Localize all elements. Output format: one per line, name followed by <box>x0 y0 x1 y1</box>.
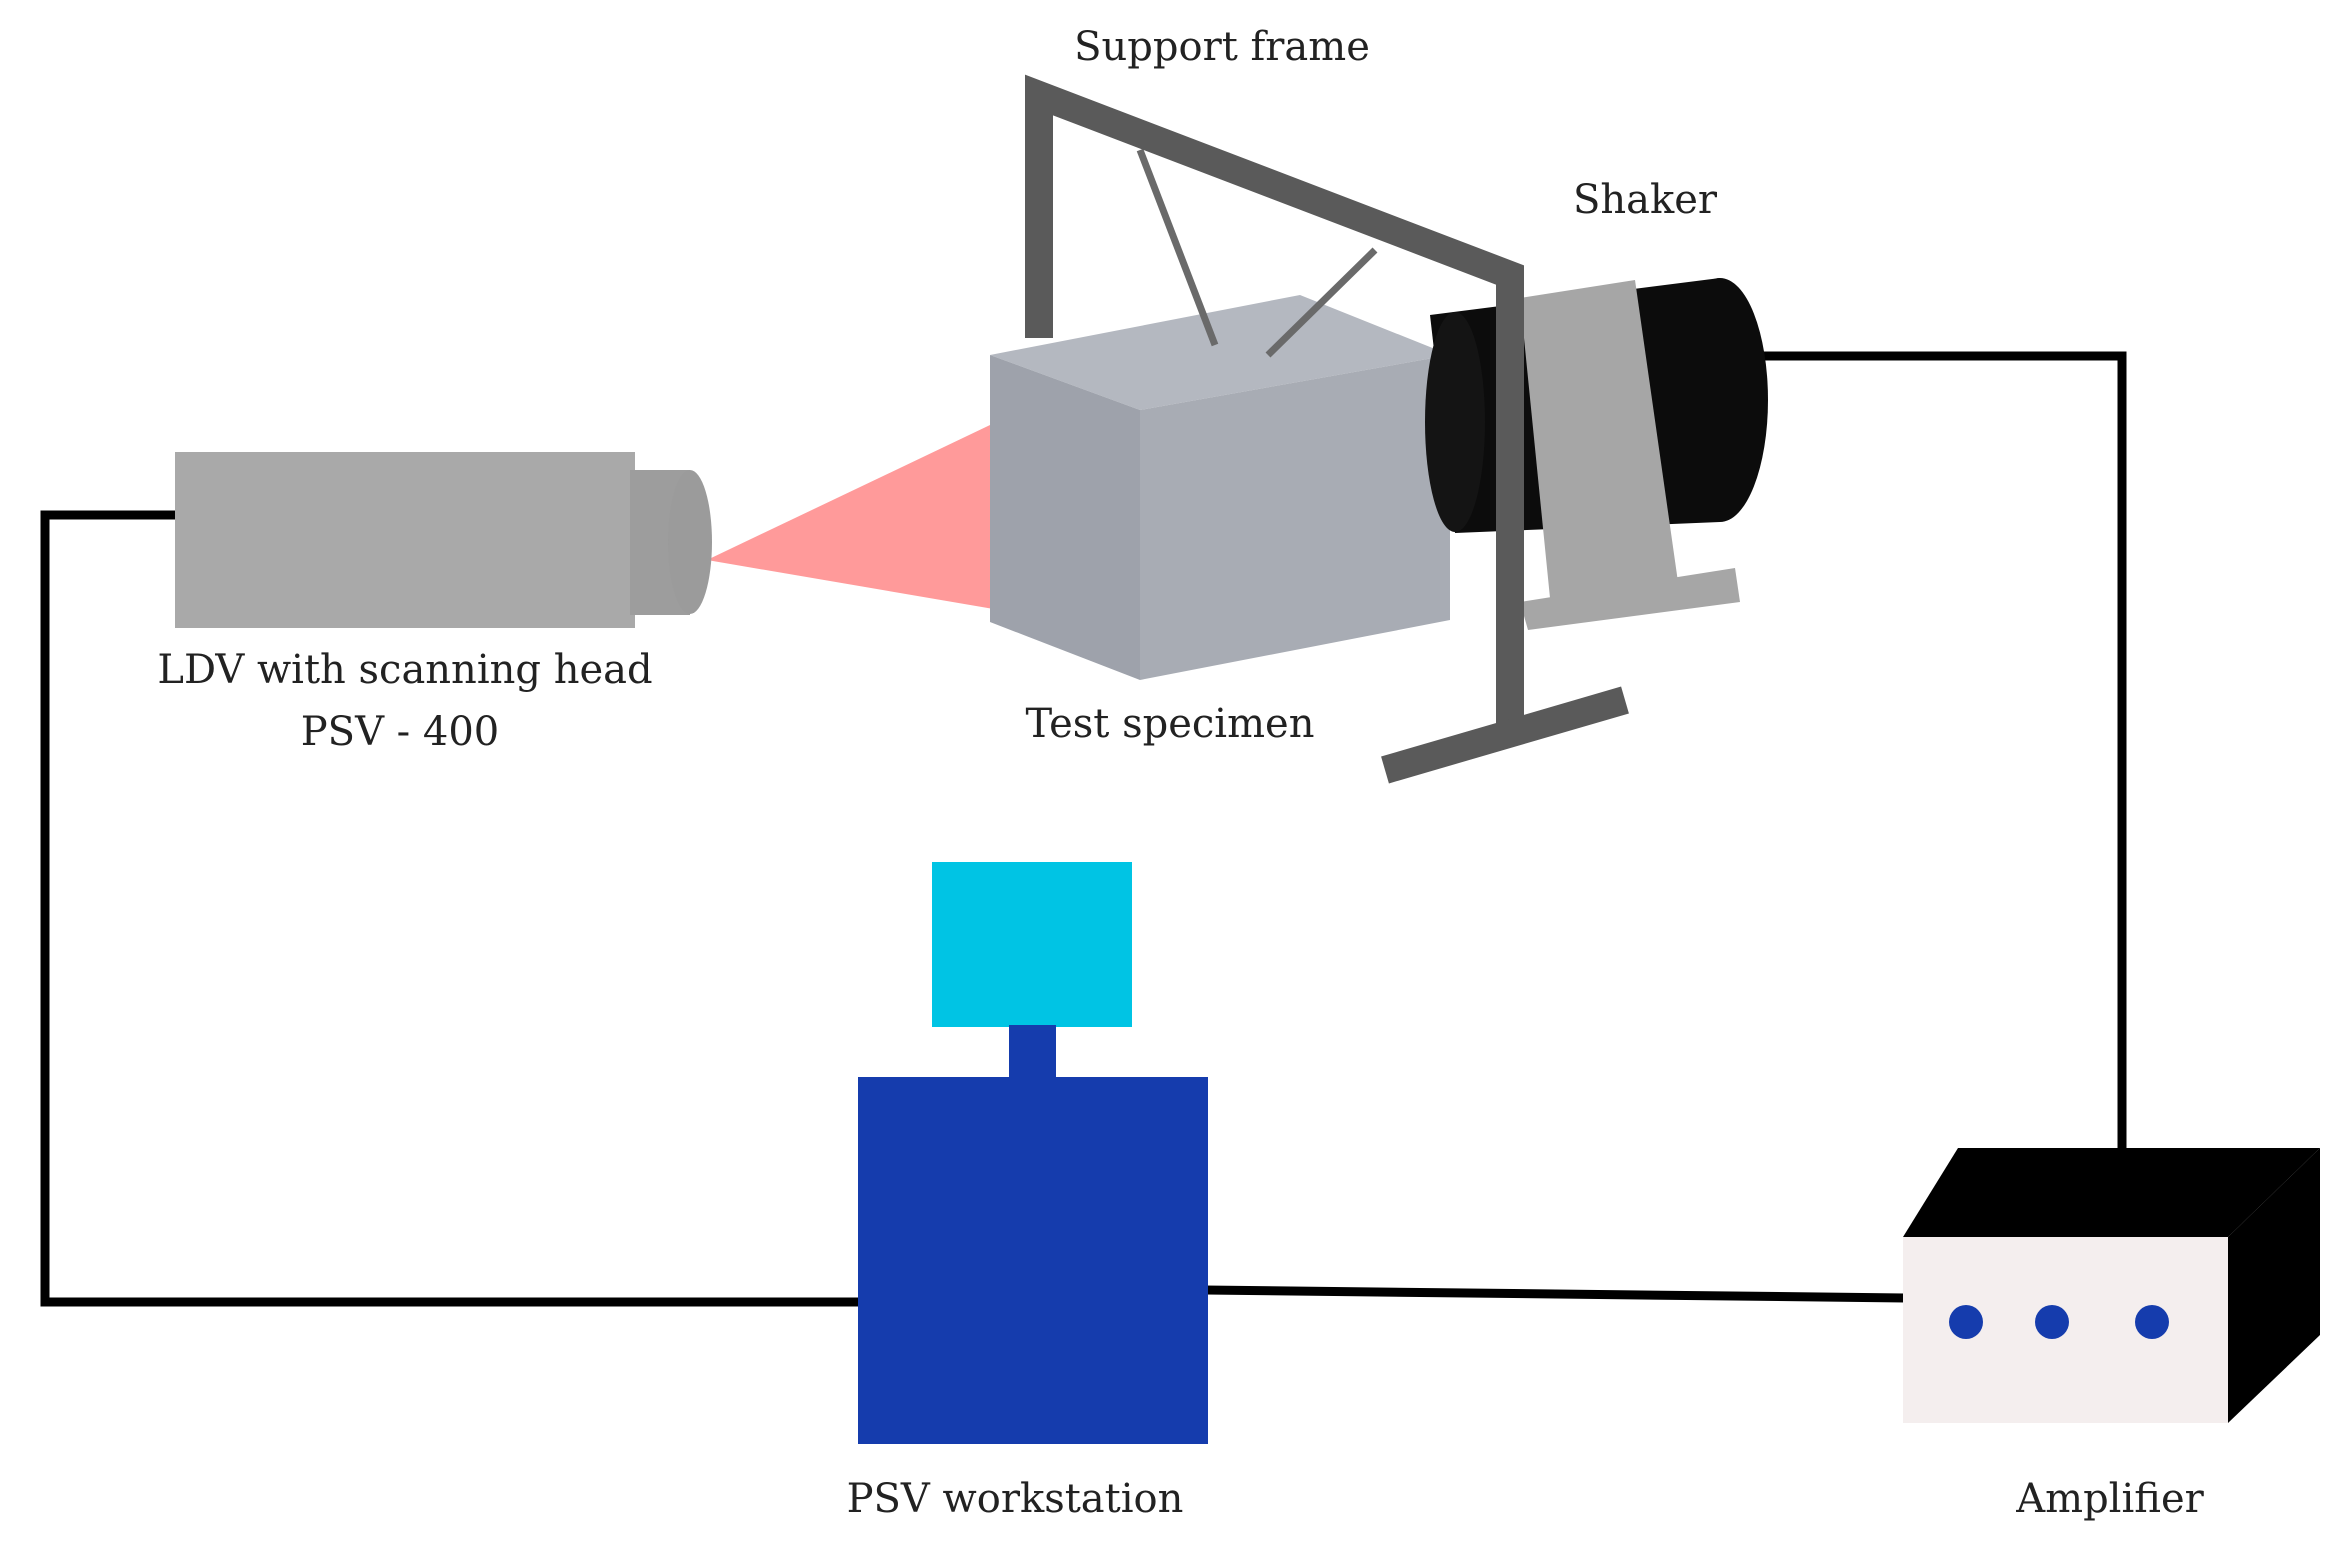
test-specimen <box>990 295 1450 680</box>
cable-workstation-to-amplifier <box>1204 1285 1906 1303</box>
amplifier-top <box>1903 1148 2320 1237</box>
amplifier-knob <box>2035 1305 2069 1339</box>
amplifier <box>1903 1148 2320 1423</box>
frame-string-left <box>1136 148 1219 347</box>
amplifier-side <box>2228 1148 2320 1423</box>
support-frame <box>1025 74 1629 784</box>
label-ldv-line2: PSV - 400 <box>301 709 500 755</box>
specimen-front-face <box>1140 355 1450 680</box>
cable-ldv-to-workstation <box>40 510 858 1307</box>
label-test-specimen: Test specimen <box>1026 701 1315 747</box>
label-shaker: Shaker <box>1573 177 1718 223</box>
workstation-stand <box>1009 1025 1056 1080</box>
specimen-left-face <box>990 355 1140 680</box>
shaker <box>1425 278 1768 630</box>
amplifier-knob <box>2135 1305 2169 1339</box>
ldv-lens <box>668 470 712 614</box>
amplifier-knob <box>1949 1305 1983 1339</box>
ldv-body <box>175 452 635 628</box>
frame-string-right <box>1265 247 1378 358</box>
frame-body <box>1025 74 1524 730</box>
specimen-top-face <box>990 295 1450 410</box>
laser-beam <box>707 405 1058 620</box>
ldv-scanning-head <box>175 452 712 628</box>
label-ldv-line1: LDV with scanning head <box>157 647 652 693</box>
label-amplifier: Amplifier <box>2015 1476 2204 1522</box>
label-support-frame: Support frame <box>1074 24 1370 70</box>
frame-foot <box>1381 686 1629 784</box>
shaker-base <box>1520 568 1740 630</box>
label-psv-workstation: PSV workstation <box>847 1476 1184 1522</box>
shaker-front-cap <box>1425 312 1485 532</box>
workstation-monitor <box>932 862 1132 1027</box>
psv-workstation <box>858 862 1208 1444</box>
shaker-clamp <box>1520 280 1678 598</box>
cables <box>40 351 2127 1307</box>
cable-shaker-to-amplifier <box>1760 351 2127 1152</box>
workstation-body <box>858 1077 1208 1444</box>
